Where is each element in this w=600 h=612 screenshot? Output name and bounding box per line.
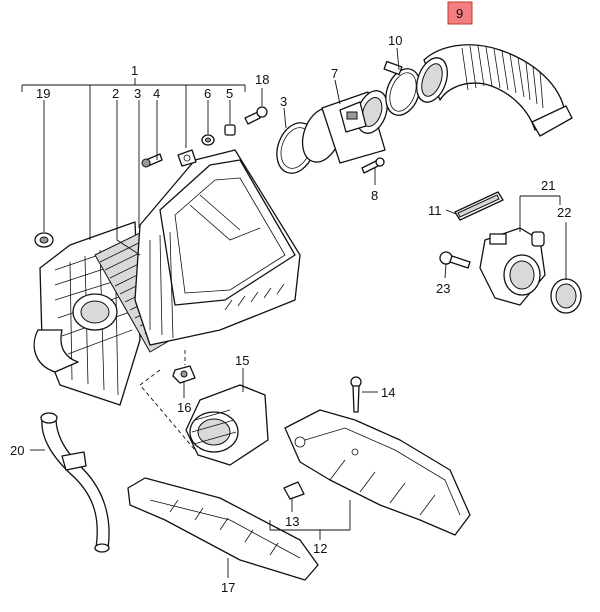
- air-duct-seal-15: [185, 384, 269, 466]
- rubber-mount-19: [34, 232, 54, 248]
- connector-21: [479, 227, 546, 306]
- label-14: 14: [381, 385, 395, 400]
- label-21: 21: [541, 178, 555, 193]
- label-3a: 3: [134, 86, 141, 101]
- air-mass-meter-7: [301, 90, 388, 164]
- label-11: 11: [428, 203, 442, 218]
- label-13: 13: [285, 514, 299, 529]
- label-18: 18: [255, 72, 269, 87]
- label-5: 5: [226, 86, 233, 101]
- label-4: 4: [153, 86, 160, 101]
- label-17: 17: [221, 580, 235, 595]
- gasket-11: [454, 191, 504, 221]
- label-23: 23: [436, 281, 450, 296]
- label-19: 19: [36, 86, 50, 101]
- screw-14: [350, 376, 362, 413]
- label-8: 8: [371, 188, 378, 203]
- label-6: 6: [204, 86, 211, 101]
- label-16: 16: [177, 400, 191, 415]
- intake-hose-9: [416, 44, 573, 137]
- label-2: 2: [112, 86, 119, 101]
- part-labels: 1 19 2 3 4 6 5 18 3 7 10 9 8 11 21 22 23…: [10, 6, 571, 595]
- nut-16: [172, 365, 196, 384]
- label-1: 1: [131, 63, 138, 78]
- screw-4: [141, 153, 163, 168]
- label-10: 10: [388, 33, 402, 48]
- screw-8: [361, 157, 385, 174]
- leader-lines: [21, 47, 567, 578]
- clip-13: [283, 481, 305, 500]
- label-9: 9: [456, 6, 463, 21]
- grommet-6: [201, 134, 215, 146]
- label-15: 15: [235, 353, 249, 368]
- label-22: 22: [557, 205, 571, 220]
- lower-duct-17: [127, 477, 319, 581]
- air-filter-housing: [33, 149, 301, 406]
- bolt-23: [439, 251, 471, 269]
- label-7: 7: [331, 66, 338, 81]
- seal-22: [550, 278, 582, 314]
- label-12: 12: [313, 541, 327, 556]
- highlight-marker-9: [447, 1, 473, 25]
- intake-duct-12: [284, 409, 471, 536]
- breather-hose-20: [40, 412, 110, 553]
- bushing-5: [224, 124, 236, 136]
- bolt-18: [244, 106, 268, 125]
- label-3b: 3: [280, 94, 287, 109]
- label-20: 20: [10, 443, 24, 458]
- hose-clamp-10: [383, 60, 421, 116]
